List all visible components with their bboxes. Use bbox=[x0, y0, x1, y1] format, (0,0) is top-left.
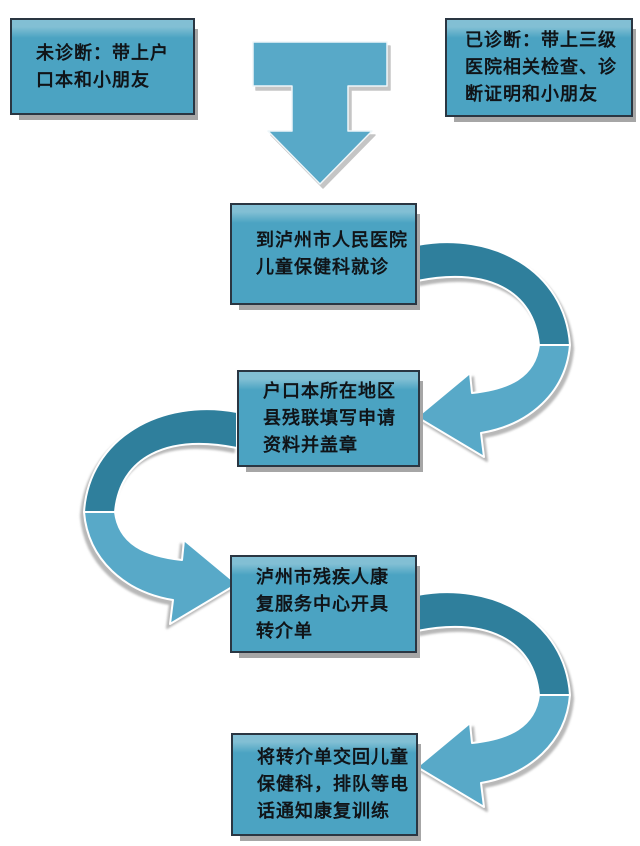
box-text-line: 儿童保健科就诊 bbox=[256, 257, 389, 278]
curved-arrow-right-icon bbox=[416, 241, 571, 458]
step-box-rehab-center-referral: 泸州市残疾人康 复服务中心开具 转介单 bbox=[230, 555, 417, 653]
box-text-line: 转介单 bbox=[256, 620, 313, 642]
box-text-line: 县残联填写申请 bbox=[263, 408, 396, 429]
box-text-line: 保健科，排队等电 bbox=[257, 774, 409, 795]
entry-box-diagnosed: 已诊断：带上三级 医院相关检查、诊 断证明和小朋友 bbox=[445, 18, 633, 117]
step-box-return-referral-wait: 将转介单交回儿童 保健科，排队等电 话通知康复训练 bbox=[231, 733, 418, 836]
down-arrow-icon bbox=[252, 41, 388, 185]
curved-arrow-left-icon bbox=[83, 408, 238, 625]
box-text-line: 复服务中心开具 bbox=[256, 593, 389, 615]
box-text-line: 到泸州市人民医院 bbox=[256, 230, 408, 251]
curved-arrow-right-icon bbox=[416, 591, 571, 808]
box-text-line: 未诊断：带上户 bbox=[36, 42, 169, 64]
box-text-line: 将转介单交回儿童 bbox=[257, 747, 409, 768]
box-text-line: 医院相关检查、诊 bbox=[465, 57, 617, 78]
box-text-line: 资料并盖章 bbox=[263, 435, 358, 456]
box-text-line: 已诊断：带上三级 bbox=[465, 30, 617, 51]
box-text-line: 断证明和小朋友 bbox=[465, 84, 598, 105]
box-text-line: 口本和小朋友 bbox=[36, 69, 150, 91]
box-text-line: 话通知康复训练 bbox=[257, 801, 390, 822]
box-text-line: 泸州市残疾人康 bbox=[256, 566, 389, 588]
box-text-line: 户口本所在地区 bbox=[263, 381, 396, 402]
step-box-hospital-visit: 到泸州市人民医院 儿童保健科就诊 bbox=[230, 203, 417, 305]
step-box-disabled-federation-application: 户口本所在地区 县残联填写申请 资料并盖章 bbox=[237, 370, 420, 467]
entry-box-undiagnosed: 未诊断：带上户 口本和小朋友 bbox=[10, 18, 195, 115]
